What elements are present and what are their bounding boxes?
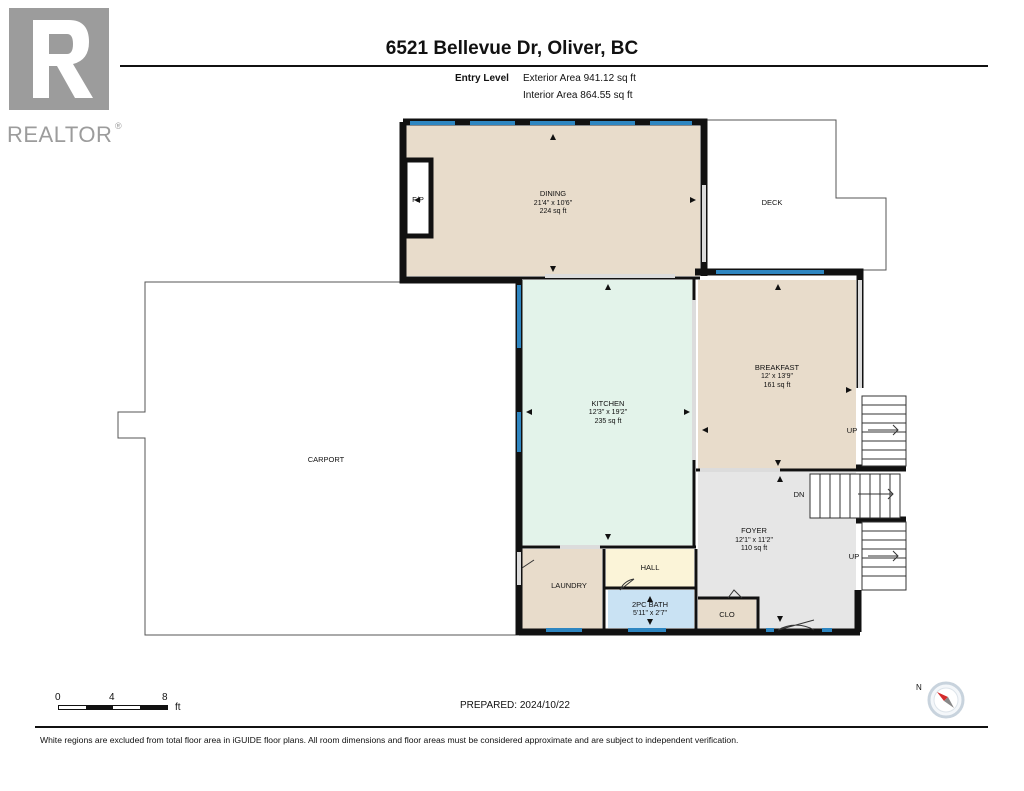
dining-dimensions: 21'4" x 10'6"	[534, 200, 573, 207]
property-address: 6521 Bellevue Dr, Oliver, BC	[385, 38, 639, 59]
bath-dimensions: 5'11" x 2'7"	[633, 610, 667, 617]
compass-icon: N	[916, 681, 965, 719]
breakfast-area: 161 sq ft	[764, 382, 791, 389]
scale-segment	[113, 706, 140, 709]
breakfast-dimensions: 12' x 13'9"	[761, 373, 794, 380]
stairs-up-2-label: UP	[849, 552, 859, 561]
laundry-room	[522, 549, 602, 629]
fireplace	[402, 157, 434, 239]
fireplace-label: F/P	[412, 195, 424, 204]
dining-label: DINING	[540, 189, 566, 198]
breakfast-label: BREAKFAST	[755, 363, 800, 372]
scale-unit: ft	[175, 702, 181, 713]
stairs-up-1	[861, 395, 907, 467]
deck-label: DECK	[762, 198, 783, 207]
dimension-arrows	[414, 134, 852, 625]
doors	[521, 559, 815, 631]
kitchen-dimensions: 12'3" x 19'2"	[589, 409, 628, 416]
compass-north-label: N	[916, 683, 922, 692]
closet-label: CLO	[719, 610, 735, 619]
scale-label-four: 4	[109, 692, 115, 703]
scale-label-eight: 8	[162, 692, 168, 703]
foyer-area: 110 sq ft	[741, 545, 767, 552]
level-name: Entry Level	[455, 73, 509, 84]
kitchen-room	[522, 280, 694, 545]
exterior-area: Exterior Area 941.12 sq ft	[523, 73, 636, 84]
realtor-logo: REALTOR ®	[7, 8, 122, 147]
scale-segment	[86, 706, 113, 709]
interior-area: Interior Area 864.55 sq ft	[523, 90, 633, 101]
foyer-dimensions: 12'1" x 11'2"	[735, 537, 773, 544]
hall-room	[606, 549, 694, 587]
stairs-down	[809, 473, 901, 519]
stairs-up-2	[861, 521, 907, 591]
registered-mark: ®	[115, 121, 122, 131]
stairs-up-1-label: UP	[847, 426, 857, 435]
realtor-r-icon	[9, 8, 109, 110]
deck-area	[706, 119, 887, 271]
foyer-label: FOYER	[741, 526, 767, 535]
kitchen-area: 235 sq ft	[595, 418, 622, 425]
hall-label: HALL	[641, 563, 660, 572]
header-divider	[120, 65, 988, 67]
scale-bar	[58, 705, 168, 710]
bath-label: 2PC BATH	[632, 600, 668, 609]
laundry-label: LAUNDRY	[551, 581, 587, 590]
scale-segment	[140, 706, 167, 709]
scale-label-zero: 0	[55, 692, 61, 703]
windows	[410, 121, 832, 632]
closet-room	[698, 598, 756, 628]
realtor-wordmark: REALTOR	[7, 122, 113, 147]
prepared-date: PREPARED: 2024/10/22	[460, 700, 570, 711]
stairs-down-label: DN	[794, 490, 805, 499]
footer-divider	[35, 726, 988, 728]
carport-label: CARPORT	[308, 455, 345, 464]
breakfast-room	[698, 280, 856, 470]
dining-area: 224 sq ft	[540, 208, 567, 215]
openings	[517, 185, 862, 585]
dining-room	[405, 126, 700, 276]
scale-segment	[59, 706, 86, 709]
disclaimer-text: White regions are excluded from total fl…	[40, 735, 739, 745]
kitchen-label: KITCHEN	[592, 399, 625, 408]
